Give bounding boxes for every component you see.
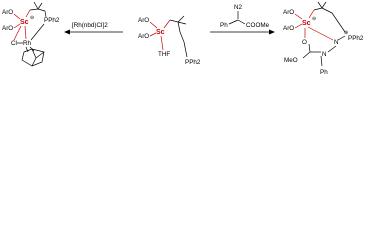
start-scandium: Sc — [156, 29, 165, 36]
rh-bond-c2-me2 — [33, 1, 39, 10]
rh-product-aro-top: ArO — [2, 9, 13, 16]
dz-ester: MeO — [284, 57, 298, 64]
rh-bond-sc-rh — [24, 25, 27, 40]
start-thf: THF — [158, 51, 170, 58]
rh-bond-p-rh — [30, 23, 45, 41]
dz-phenyl: Ph — [320, 69, 328, 76]
starting-complex: ArO ArO Sc THF PPh2 — [138, 15, 201, 66]
rh-product-rhodium: Rh — [23, 40, 32, 47]
start-phosphine: PPh2 — [185, 59, 201, 66]
dz-aro-top: ArO — [283, 9, 294, 16]
rh-bond-aro-left — [13, 23, 21, 29]
left-reagent-label: [Rh(nbd)Cl]2 — [72, 22, 108, 29]
dz-p-charge: ⊕ — [344, 30, 348, 36]
right-reagent-ester: COOMe — [246, 22, 270, 29]
start-aro-left: ArO — [138, 33, 149, 40]
dz-nitrogen-2: N — [322, 51, 327, 58]
rh-bond-c2-me — [37, 2, 43, 10]
right-reagent-n2: N2 — [234, 4, 243, 11]
rh-product-chloride: Cl — [11, 40, 17, 47]
dz-nitrogen-1: N — [334, 39, 339, 46]
rh-bond-aro-top — [13, 13, 21, 20]
reaction-scheme: ArO ArO Sc ⊖ PPh2 Cl Rh — [2, 1, 364, 76]
rh-product-sc-charge: ⊖ — [30, 15, 34, 21]
left-reaction-arrow: [Rh(nbd)Cl]2 — [64, 22, 123, 35]
rh-bond-sc-cl — [13, 25, 22, 41]
diazo-product: ArO ArO Sc ⊖ PPh2 ⊕ N O N MeO Ph — [283, 1, 364, 76]
right-reagent-phenyl: Ph — [220, 22, 228, 29]
rh-product-aro-left: ArO — [2, 25, 13, 32]
norbornadiene-ligand — [21, 46, 45, 67]
dz-scandium: Sc — [302, 20, 311, 27]
rh-product-phosphine: PPh2 — [44, 17, 60, 24]
rh-bond-c1-c2 — [29, 8, 39, 11]
rh-bond-sc-c1 — [25, 9, 31, 18]
dz-carbonyl-o: O — [302, 39, 307, 46]
start-aro-top: ArO — [138, 17, 149, 24]
right-reaction-arrow: N2 Ph COOMe — [210, 4, 275, 35]
rhodium-product: ArO ArO Sc ⊖ PPh2 Cl Rh — [2, 1, 60, 67]
dz-sc-charge: ⊖ — [312, 16, 316, 22]
dz-phosphine: PPh2 — [348, 35, 364, 42]
rh-product-scandium: Sc — [20, 19, 29, 26]
dz-aro-left: ArO — [283, 25, 294, 32]
rh-bond-c2-c3 — [37, 8, 46, 12]
rh-bond-c3-p — [44, 10, 47, 18]
